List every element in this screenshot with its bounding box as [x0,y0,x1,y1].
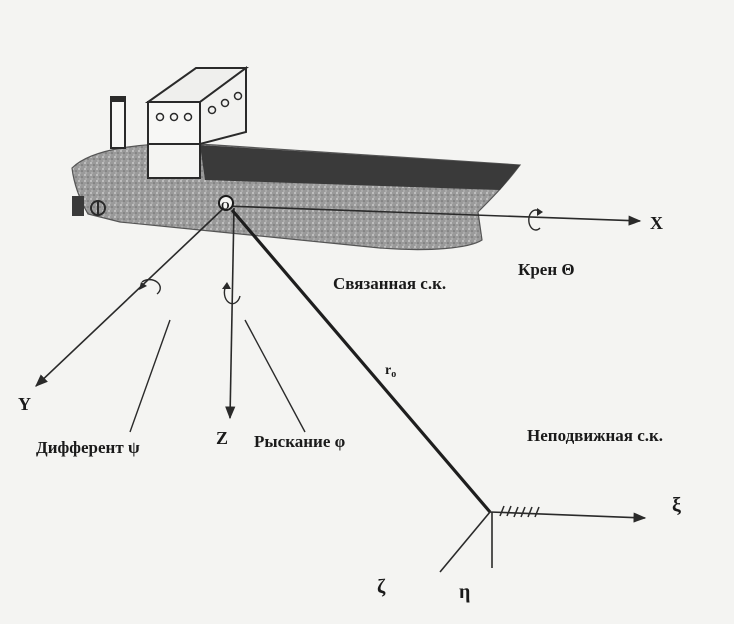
ship-illustration [71,66,522,251]
radius-vector-subscript: o [391,369,396,380]
roll-label: Крен Θ [518,260,575,279]
eta-label: η [459,581,470,603]
zeta-axis-line [439,511,491,573]
x-axis-line [225,205,642,226]
body-frame-label: Связанная с.к. [333,274,446,293]
ship-rudder [72,196,84,216]
pitch-pointer-line [129,319,171,433]
fixed-frame-label: Неподвижная с.к. [527,426,663,445]
xi-axis-line [489,511,647,523]
superstructure [144,66,250,179]
rotation-arrows [139,208,543,305]
zeta-label: ζ [377,576,386,598]
ground-hatch-icon [499,505,540,518]
fixed-frame-axes [439,505,647,573]
ship-funnel [110,99,126,149]
radius-vector-line [230,208,492,514]
x-axis-label: X [650,213,663,233]
yaw-pointer-line [244,319,306,433]
pitch-rotation-arrow-icon [139,278,161,295]
z-axis-line [225,207,236,420]
yaw-label: Рыскание φ [254,432,346,451]
yaw-rotation-arrow-icon [222,282,241,305]
origin-label: O [221,200,230,212]
y-axis-line [35,205,227,387]
origin-marker [218,195,234,211]
z-axis-label: Z [216,428,228,448]
y-axis-label: Y [18,394,31,414]
ship-deck [200,145,520,190]
xi-label: ξ [672,494,681,516]
roll-rotation-arrow-icon [528,208,543,231]
body-axes [35,205,642,420]
radius-vector-label: ro [385,363,396,380]
pitch-label: Дифферент ψ [36,438,140,457]
